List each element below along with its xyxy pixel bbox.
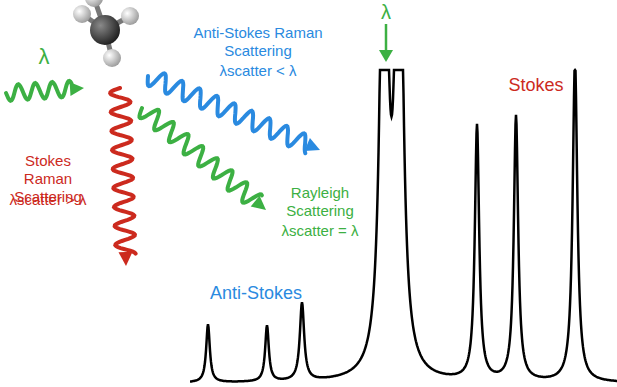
stokes-wave [110, 88, 135, 266]
anti-stokes-title: Anti-Stokes Raman Scattering [183, 24, 333, 60]
anti-stokes-region-label: Anti-Stokes [196, 283, 316, 305]
laser-wavelength: λ [371, 0, 401, 24]
rayleigh-wave-line [140, 108, 262, 203]
incident-wave-head [70, 82, 84, 96]
rayleigh-title: Rayleigh Scattering [272, 184, 368, 220]
incident-wavelength: λ [29, 44, 59, 70]
stokes-wave-head [119, 252, 133, 266]
methane-molecule [73, 0, 139, 67]
incident-wave-line [6, 81, 72, 101]
rayleigh-relation: λscatter = λ [272, 222, 368, 240]
rayleigh-wave-head [251, 196, 266, 210]
laser-marker-arrow [379, 24, 393, 62]
stokes-wave-line [110, 88, 135, 254]
rayleigh-wave [140, 108, 267, 210]
stokes-region-label: Stokes [491, 75, 581, 97]
incident-wave [6, 81, 84, 101]
anti-stokes-wave-head [304, 138, 320, 151]
stokes-relation: λscatter > λ [2, 191, 94, 209]
anti-stokes-relation: λscatter < λ [183, 62, 333, 80]
